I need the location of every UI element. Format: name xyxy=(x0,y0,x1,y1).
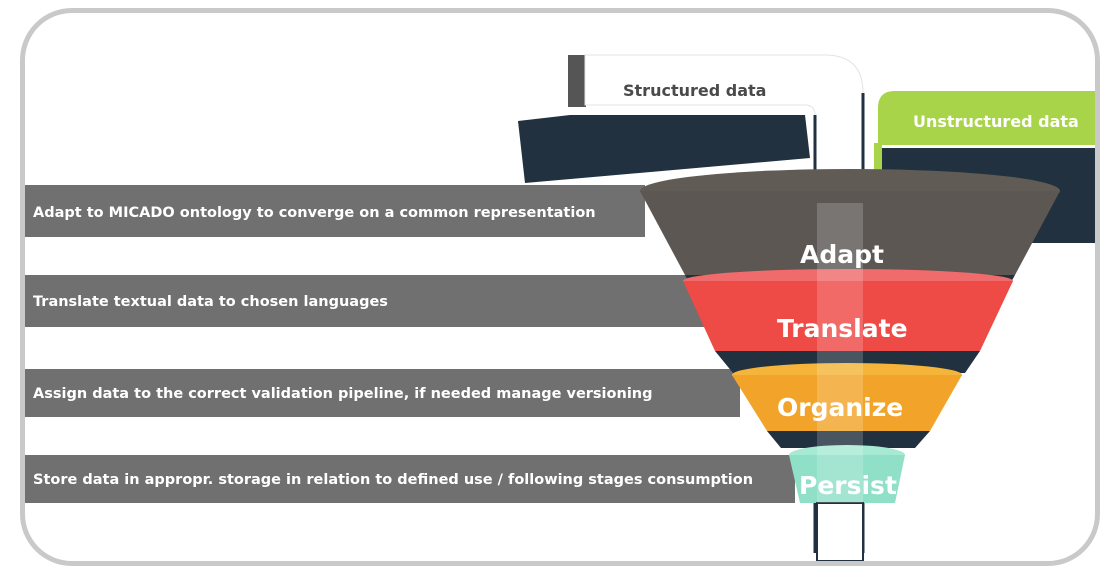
structured-pipe-dark-end xyxy=(568,55,586,107)
stage-label-organize: Organize xyxy=(777,393,903,422)
funnel xyxy=(640,169,1060,561)
funnel-spout xyxy=(816,502,864,561)
stage-label-persist: Persist xyxy=(799,471,897,500)
band-organize xyxy=(25,369,740,417)
structured-data-label: Structured data xyxy=(623,81,766,100)
stage-label-adapt: Adapt xyxy=(800,240,884,269)
slide-frame: Structured data Unstructured data xyxy=(20,8,1100,566)
unstructured-data-label: Unstructured data xyxy=(913,112,1079,131)
funnel-diagram: Structured data Unstructured data xyxy=(25,54,1095,561)
step-description-persist: Store data in appropr. storage in relati… xyxy=(33,472,753,488)
funnel-translate-body xyxy=(683,281,1013,351)
band-adapt xyxy=(25,185,645,237)
band-translate xyxy=(25,275,705,327)
step-description-adapt: Adapt to MICADO ontology to converge on … xyxy=(33,205,596,221)
stage-label-translate: Translate xyxy=(777,314,908,343)
funnel-organize-body xyxy=(732,375,962,431)
description-bands xyxy=(25,185,795,503)
funnel-dark-3 xyxy=(767,431,930,448)
structured-pipe-shadow xyxy=(518,115,810,183)
step-description-organize: Assign data to the correct validation pi… xyxy=(33,386,653,402)
stage-labels: Adapt Translate Organize Persist xyxy=(777,240,908,500)
funnel-adapt-body xyxy=(640,191,1060,275)
funnel-persist-body xyxy=(789,455,905,503)
description-texts: Adapt to MICADO ontology to converge on … xyxy=(33,205,753,488)
unstructured-pipe xyxy=(878,91,1095,145)
step-description-translate: Translate textual data to chosen languag… xyxy=(33,294,388,310)
funnel-center-pipe xyxy=(817,203,863,503)
band-persist xyxy=(25,455,795,503)
